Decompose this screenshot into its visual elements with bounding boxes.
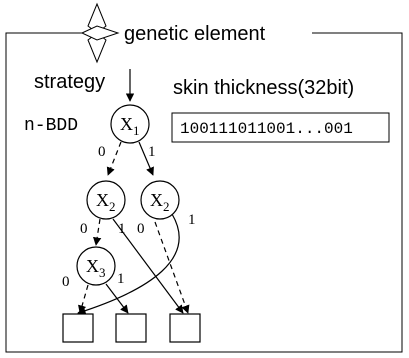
bdd-terminal-3: [169, 313, 201, 343]
bdd-node-x3: X3: [76, 246, 116, 286]
bdd-node-x2-left: X2: [86, 180, 126, 220]
node-sub: 1: [133, 123, 140, 138]
edge-x1-low: [106, 141, 122, 176]
svg-text:X2: X2: [96, 190, 116, 214]
bdd-terminal-2: [115, 313, 147, 343]
svg-text:X2: X2: [150, 190, 170, 214]
frame-title: genetic element: [124, 23, 266, 45]
node-var: X: [86, 256, 99, 276]
edge-label-x2b-low: 0: [137, 221, 145, 237]
edge-label-x1-low: 0: [98, 144, 106, 160]
edge-x3-low: [78, 284, 89, 314]
bdd-node-circle: [76, 246, 116, 286]
node-var: X: [96, 190, 109, 210]
node-sub: 2: [109, 199, 116, 214]
node-var: X: [150, 190, 163, 210]
skin-bits-value: 100111011001...001: [180, 120, 353, 138]
edge-label-x2a-high: 1: [118, 221, 126, 237]
skin-bits-box: [171, 112, 390, 143]
edge-label-x1-high: 1: [148, 144, 156, 160]
strategy-label: strategy: [34, 71, 105, 93]
bdd-terminal-1: [62, 313, 94, 343]
edge-x2a-high: [112, 218, 184, 314]
bdd-node-circle: [110, 104, 150, 144]
svg-text:X3: X3: [86, 256, 106, 280]
bdd-node-circle: [140, 180, 180, 220]
edge-label-x3-low: 0: [62, 274, 70, 290]
edge-label-x2a-low: 0: [80, 221, 88, 237]
bdd-node-x1: X1: [110, 104, 150, 144]
edge-x2b-low: [154, 221, 190, 314]
skin-thickness-title: skin thickness(32bit): [173, 77, 354, 99]
edge-x2a-low: [92, 218, 102, 246]
edge-x3-high: [105, 283, 129, 314]
svg-text:X1: X1: [120, 114, 140, 138]
compass-star-icon: [80, 2, 120, 64]
node-sub: 2: [163, 199, 170, 214]
representation-label: n-BDD: [24, 116, 78, 136]
edge-x1-high: [138, 141, 154, 176]
bdd-node-x2-right: X2: [140, 180, 180, 220]
edge-label-x2b-high: 1: [188, 212, 196, 228]
bdd-node-circle: [86, 180, 126, 220]
element-frame: [5, 32, 403, 353]
edge-label-x3-high: 1: [117, 271, 125, 287]
edge-x2b-high: [77, 213, 180, 315]
bdd-edges: [77, 141, 190, 315]
node-sub: 3: [99, 265, 106, 280]
node-var: X: [120, 114, 133, 134]
